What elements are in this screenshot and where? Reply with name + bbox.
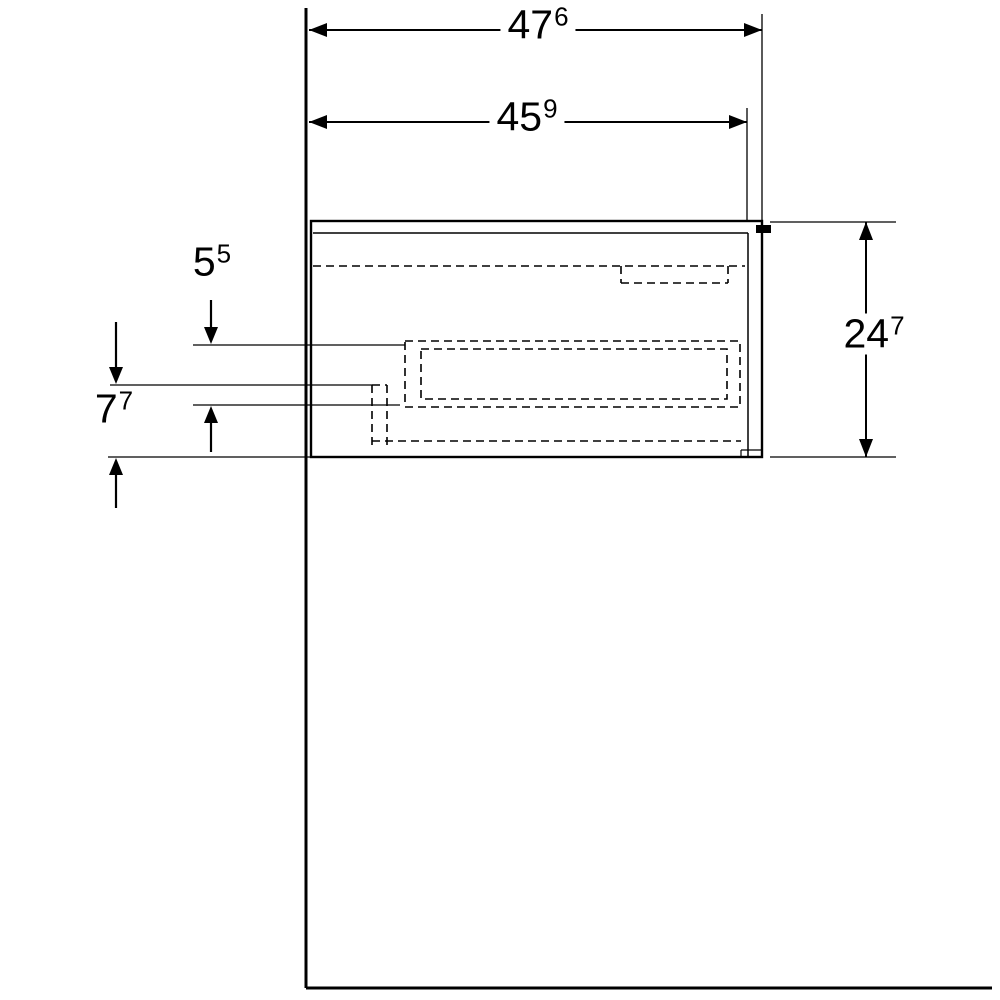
- dimension-label-bottom-clearance: 77: [87, 385, 141, 432]
- dimension-value: 47: [507, 1, 554, 48]
- dimension-superscript: 7: [890, 310, 905, 341]
- dimension-value: 45: [496, 93, 543, 140]
- dimension-superscript: 6: [554, 1, 569, 32]
- cabinet-hidden-edges: [313, 265, 745, 449]
- dimension-bottom-clearance: [108, 322, 372, 508]
- rim-clip-detail: [756, 225, 771, 233]
- dimension-superscript: 9: [543, 93, 558, 124]
- dimension-value: 7: [94, 385, 118, 432]
- dimension-label-total-depth: 476: [500, 1, 576, 48]
- dimension-superscript: 7: [118, 385, 134, 416]
- dimension-label-top-clearance: 55: [185, 238, 239, 285]
- dimension-top-clearance: [193, 300, 405, 452]
- cabinet-outline: [309, 219, 771, 459]
- dimension-superscript: 5: [216, 238, 232, 269]
- dimension-value: 5: [192, 238, 216, 285]
- dimension-label-cabinet-depth: 459: [489, 93, 565, 140]
- dimension-label-cabinet-height: 247: [836, 310, 912, 357]
- dimension-value: 24: [843, 310, 890, 357]
